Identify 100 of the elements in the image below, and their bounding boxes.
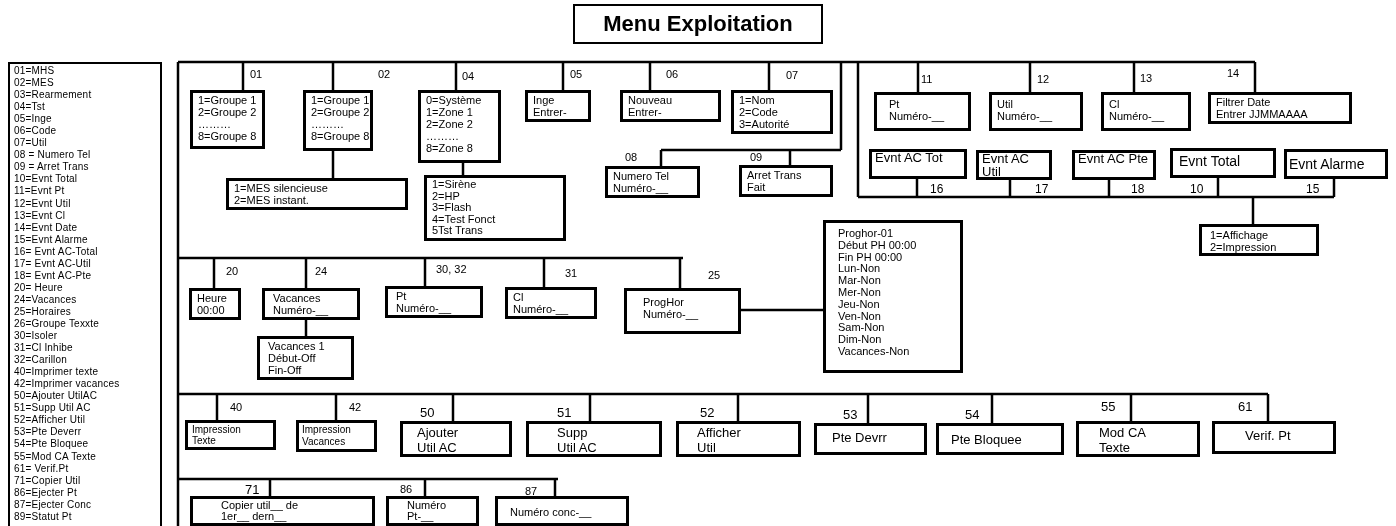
menu-box [1284,149,1388,179]
menu-text: 8=Zone 8 [426,142,473,154]
menu-text: 18= Evnt AC-Pte [14,269,92,282]
menu-text: Impression [302,424,351,436]
connector-line [588,394,592,421]
menu-text: 55=Mod CA Texte [14,450,97,463]
menu-text: Numéro-__ [889,110,945,122]
menu-text: 14=Evnt Date [14,221,78,234]
menu-text: Evnt AC Tot [875,152,943,165]
menu-text: 30=Isoler [14,330,58,343]
connector-line [1251,197,1255,224]
menu-text: 11=Evnt Pt [14,185,65,198]
menu-text: Inge [533,94,555,106]
menu-code-number: 51 [557,406,572,419]
menu-code-number: 25 [708,270,721,281]
menu-box [676,421,801,457]
menu-box [226,178,408,210]
menu-text: 61= Verif.Pt [14,462,69,475]
menu-text: Proghor-01 [838,228,894,240]
connector-line [1266,394,1270,421]
menu-text: 26=Groupe Texxte [14,318,100,331]
menu-code-number: 71 [245,483,260,496]
menu-text: 08 = Numero Tel [14,149,91,162]
connector-line [212,258,216,288]
menu-text: Arret Trans [747,169,802,181]
menu-box [874,92,971,131]
title-box [573,4,823,44]
menu-text: Util [697,440,716,455]
menu-text: Numéro [407,500,447,511]
menu-text: Util AC [557,440,597,455]
menu-box [526,421,662,457]
menu-text: 5Tst Trans [432,225,483,237]
menu-text: 2=Code [739,106,778,118]
menu-text: Cl [513,291,524,303]
menu-code-number: 40 [230,402,243,413]
connector-line [561,62,565,90]
menu-code-number: 87 [525,486,538,497]
menu-text: Vacances 1 [268,340,325,352]
connector-line [1253,62,1257,92]
menu-text: 32=Carillon [14,354,68,367]
menu-text: 71=Copier Util [14,474,81,487]
menu-text: Util AC [417,440,457,455]
menu-text: 24=Vacances [14,293,77,306]
menu-text: 00:00 [197,304,225,316]
menu-text: 1er__ dern__ [221,511,287,522]
menu-text: Fin-Off [268,364,302,376]
menu-text: Afficher [697,425,741,440]
menu-text: Dim-Non [838,334,882,346]
menu-text: Vacances [273,292,321,304]
menu-code-number: 61 [1238,400,1253,413]
menu-code-number: 31 [565,268,578,279]
connector-line [215,394,219,420]
menu-box [418,90,501,163]
menu-code-number: 01 [250,69,263,80]
menu-code-number: 04 [462,71,475,82]
menu-code-number: 24 [315,266,328,277]
menu-text: 2=Zone 2 [426,118,473,130]
menu-code-number: 16 [930,183,944,195]
menu-code-number: 15 [1306,183,1320,195]
menu-text: Pt [889,98,900,110]
menu-box [190,90,265,149]
menu-text: 1=Groupe 1 [198,94,257,106]
connector-line [741,308,823,312]
menu-text: 0=Système [426,94,482,106]
menu-code-number: 13 [1140,73,1153,84]
menu-box [624,288,741,334]
connector-line [1028,62,1032,92]
menu-box [1101,92,1191,131]
menu-box [814,423,927,455]
menu-code-number: 06 [666,69,679,80]
menu-code-number: 20 [226,266,239,277]
menu-box [731,90,833,134]
menu-text: Numéro conc-__ [510,506,592,518]
connector-line [1129,394,1133,421]
menu-text: 1=Affichage [1210,229,1269,241]
connector-line [767,62,771,90]
menu-text: Sam-Non [838,322,885,335]
menu-text: ……… [311,118,344,130]
title: Menu Exploitation [603,11,793,37]
menu-box [1072,150,1156,180]
connector-line [866,394,870,423]
menu-box [620,90,721,122]
menu-code-number: 11 [921,74,933,85]
menu-text: 07=Util [14,137,47,150]
menu-text: Evnt Total [1179,153,1241,169]
menu-text: ProgHor [643,296,684,308]
menu-text: 54=Pte Bloquee [14,438,89,451]
connector-line [678,258,682,288]
menu-text: 8=Groupe 8 [198,130,257,142]
menu-text: Numero Tel [613,170,670,182]
menu-box [1212,421,1336,454]
connector-line [331,62,335,90]
menu-text: Numéro-__ [997,110,1053,122]
menu-box [296,420,377,452]
menu-text: 17= Evnt AC-Util [14,257,91,270]
menu-text: Ven-Non [838,310,881,323]
connector-line [990,394,994,423]
menu-code-number: 50 [420,406,435,419]
connector-line [331,151,335,178]
menu-text: 1=Nom [739,94,775,106]
